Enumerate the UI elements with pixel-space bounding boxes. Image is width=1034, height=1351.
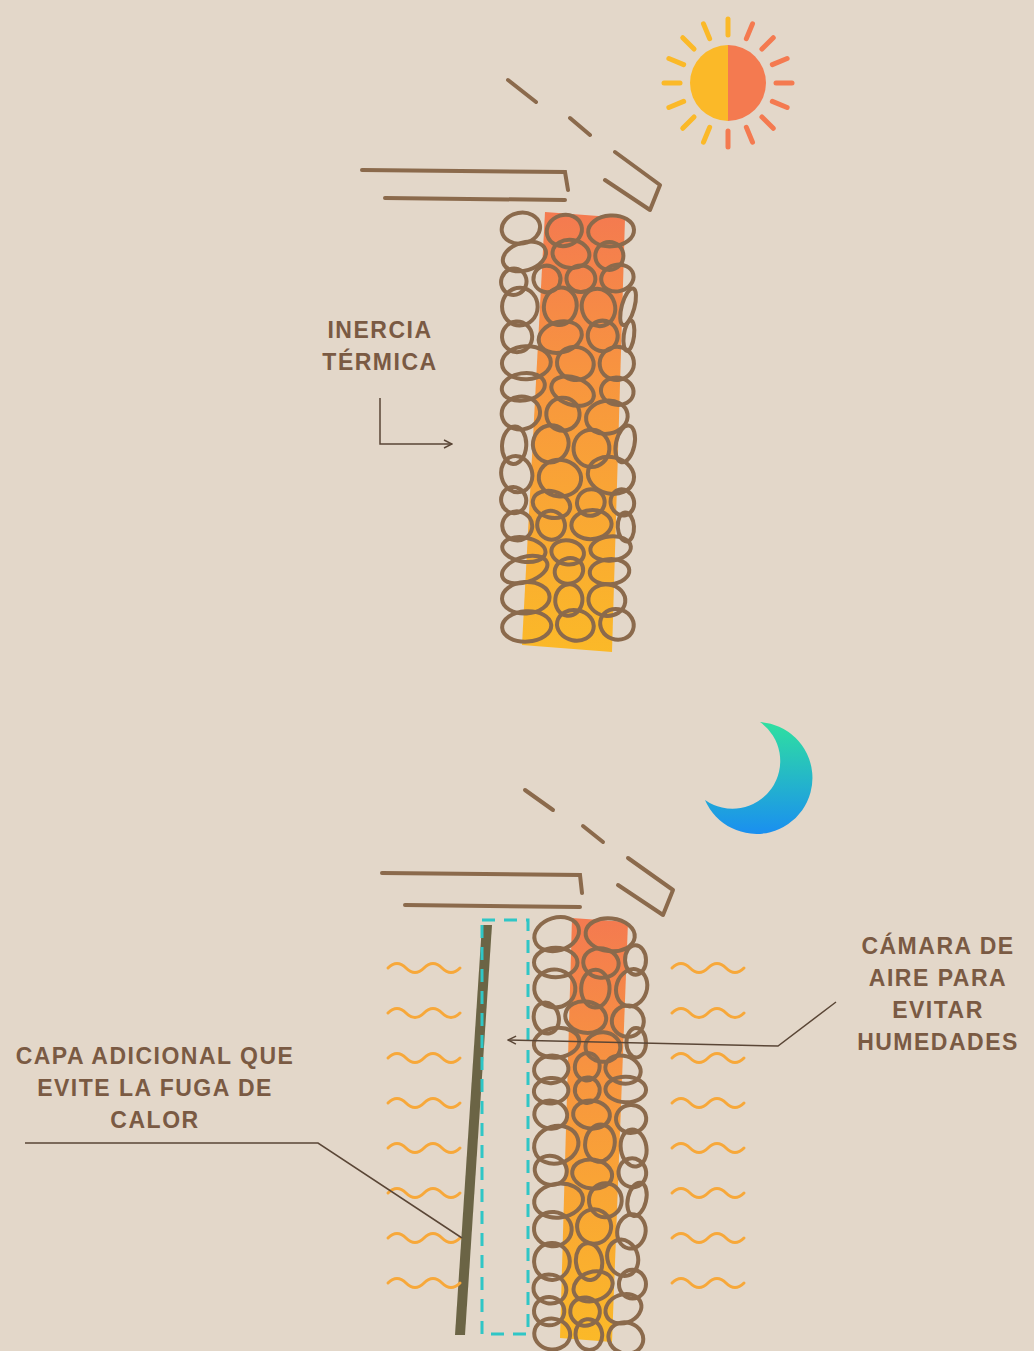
wall-night [382,790,673,1351]
stone [501,345,551,380]
leader-line [380,398,452,444]
air-chamber [482,920,528,1334]
stone [624,1181,649,1218]
heat-wave [672,1234,744,1243]
heat-wave [672,1054,744,1063]
stone [498,265,530,298]
heat-wave [672,1009,744,1018]
sun-ray [746,24,752,39]
heat-wave [388,1009,460,1018]
leader-line [508,1002,836,1046]
stone [500,394,542,431]
callout-label: CÁMARA DE AIRE PARA EVITAR HUMEDADES [846,930,1030,1058]
heat-wave [672,1144,744,1153]
stone [574,1242,604,1282]
sun-ray [762,117,773,128]
heat-wave [388,964,460,973]
heat-wave [672,1189,744,1198]
stone [530,487,573,522]
sun-ray [726,19,731,35]
stone [500,370,547,404]
sun-ray [776,81,792,86]
sun-ray [726,131,731,147]
stone [530,912,583,957]
heat-wave [388,1234,460,1243]
sun-ray [772,101,787,107]
heat-wave [672,1279,744,1288]
heat-wave [388,1099,460,1108]
stone [543,211,586,251]
stone [584,317,621,355]
sun-ray [669,101,684,107]
heat-wave [388,1054,460,1063]
stone [605,1076,646,1103]
stone [611,965,652,1011]
sun-icon [664,19,792,147]
sun-ray [746,127,752,142]
sun-ray [704,127,710,142]
heat-wave [672,1099,744,1108]
sun-ray [669,59,684,65]
stone [573,1206,614,1248]
stone [547,371,597,411]
callout-label: INERCIA TÉRMICA [300,314,460,378]
leader-line [25,1143,462,1238]
heat-waves [388,964,744,1288]
heat-wave [388,1144,460,1153]
stone [500,534,547,565]
insulation-layer [455,925,492,1335]
stone [589,557,631,585]
sun-ray [772,59,787,65]
stone [501,610,552,643]
stone [533,1317,571,1351]
sun-ray [762,38,773,49]
callout-label: CAPA ADICIONAL QUE EVITE LA FUGA DE CALO… [8,1040,302,1136]
stone [530,262,564,296]
sun-ray [683,38,694,49]
heat-wave [672,964,744,973]
stone [596,604,638,644]
sun-ray [704,24,710,39]
moon-icon [705,722,812,834]
sun-ray [683,117,694,128]
stone [554,607,596,644]
sun-ray [664,81,680,86]
stone [574,1317,605,1351]
heat-wave [388,1279,460,1288]
stone [533,507,569,544]
stone [604,1318,647,1351]
